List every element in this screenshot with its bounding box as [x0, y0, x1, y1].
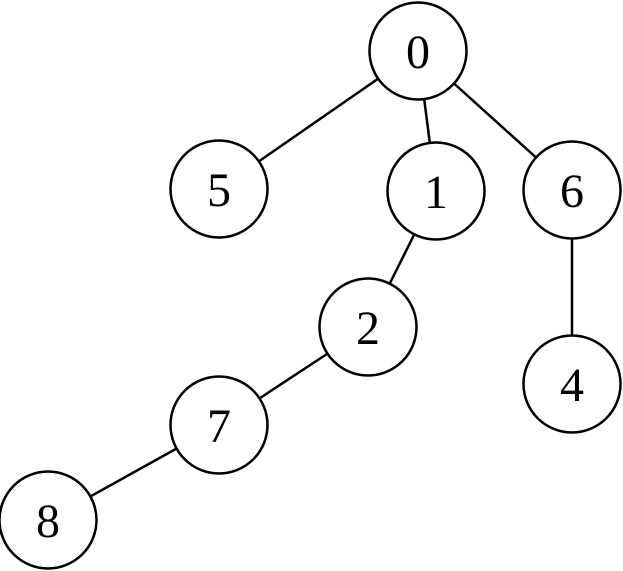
- node-label-0: 0: [406, 26, 430, 79]
- graph-node-8: 8: [0, 470, 98, 570]
- node-label-2: 2: [356, 302, 380, 355]
- node-label-8: 8: [36, 495, 60, 548]
- graph-node-7: 7: [169, 375, 269, 475]
- graph-node-5: 5: [169, 139, 269, 239]
- node-circle-7: [169, 375, 269, 475]
- node-label-6: 6: [560, 165, 584, 218]
- graph-node-4: 4: [522, 334, 622, 434]
- graph-node-6: 6: [522, 140, 622, 240]
- node-label-1: 1: [424, 166, 448, 219]
- node-label-7: 7: [207, 400, 231, 453]
- node-circle-1: [386, 141, 486, 241]
- node-circle-5: [169, 139, 269, 239]
- node-circle-2: [318, 277, 418, 377]
- node-label-5: 5: [207, 164, 231, 217]
- graph-node-2: 2: [318, 277, 418, 377]
- node-circle-0: [368, 1, 468, 101]
- node-circle-4: [522, 334, 622, 434]
- node-circle-8: [0, 470, 98, 570]
- graph-node-0: 0: [368, 1, 468, 101]
- node-label-4: 4: [560, 359, 584, 412]
- graph-node-1: 1: [386, 141, 486, 241]
- node-circle-6: [522, 140, 622, 240]
